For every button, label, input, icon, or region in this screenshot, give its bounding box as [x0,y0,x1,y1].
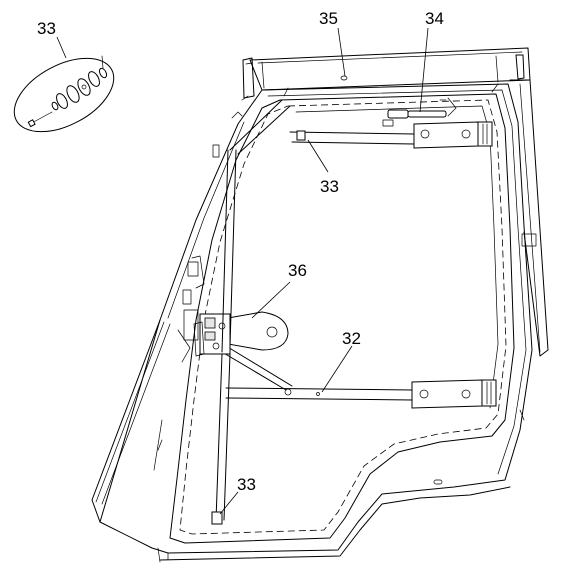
vertical-post [211,99,291,525]
front-hinge-area [177,111,243,363]
callout-33-lower: 33 [237,475,256,494]
fastener-detail-bubble [13,36,115,133]
callout-36: 36 [288,261,307,280]
upper-hinge-plate [413,121,493,149]
rear-panel [509,79,549,357]
lower-hinge-plate [411,379,497,409]
callout-35: 35 [319,9,338,28]
door-outer-frame [99,83,533,563]
door-latch-mechanism [193,311,289,357]
gas-strut [382,97,457,127]
lower-crossbar [225,387,413,401]
door-inner-frame [169,93,515,544]
misc-features [241,83,525,485]
callout-33-detail: 33 [37,19,56,38]
callout-32: 32 [342,329,361,348]
upper-crossbar [289,130,415,145]
front-pillar [91,319,171,523]
link-arm [221,345,293,391]
callout-33-upper: 33 [320,177,339,196]
callout-34: 34 [425,9,444,28]
